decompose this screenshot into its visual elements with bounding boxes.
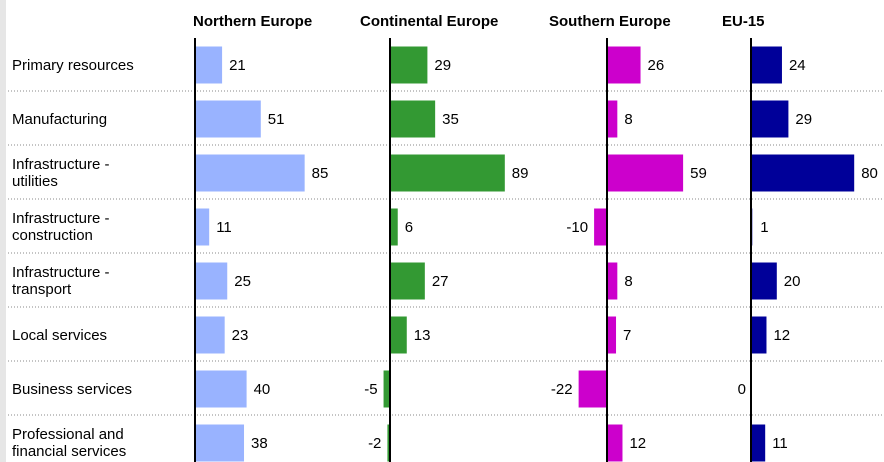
- bar: [195, 46, 223, 84]
- category-label: Business services: [12, 381, 132, 398]
- bar: [387, 424, 390, 462]
- panel-header-0: Northern Europe: [193, 13, 312, 30]
- panel-header-2: Southern Europe: [549, 13, 671, 30]
- bar: [751, 100, 789, 138]
- data-label: 25: [234, 273, 251, 290]
- data-label: 38: [251, 435, 268, 452]
- data-label: 24: [789, 57, 806, 74]
- bar: [195, 262, 228, 300]
- data-label: 29: [434, 57, 451, 74]
- bar: [195, 424, 245, 462]
- data-label: 40: [254, 381, 271, 398]
- bar: [751, 316, 767, 354]
- bar: [751, 424, 766, 462]
- bar: [607, 100, 618, 138]
- category-label: Manufacturing: [12, 111, 107, 128]
- data-label: 51: [268, 111, 285, 128]
- data-label: -22: [551, 381, 573, 398]
- bar: [751, 262, 777, 300]
- data-label: 21: [229, 57, 246, 74]
- data-label: 0: [738, 381, 746, 398]
- category-label: transport: [12, 281, 72, 298]
- data-label: 85: [312, 165, 329, 182]
- data-label: 8: [624, 111, 632, 128]
- data-label: -5: [364, 381, 377, 398]
- category-label: construction: [12, 227, 93, 244]
- data-label: 27: [432, 273, 449, 290]
- bar: [390, 100, 436, 138]
- bar: [195, 370, 247, 408]
- data-label: 11: [216, 219, 232, 236]
- data-label: 13: [414, 327, 431, 344]
- data-label: 8: [624, 273, 632, 290]
- data-label: 11: [772, 435, 788, 452]
- data-label: 7: [623, 327, 631, 344]
- data-label: 89: [512, 165, 529, 182]
- category-label: Infrastructure -: [12, 264, 110, 281]
- bar: [607, 316, 617, 354]
- left-margin-strip: [0, 0, 6, 462]
- category-label: Local services: [12, 327, 107, 344]
- data-label: 29: [795, 111, 812, 128]
- bar: [195, 154, 305, 192]
- bar: [607, 262, 618, 300]
- data-label: 12: [773, 327, 790, 344]
- bar: [578, 370, 607, 408]
- data-label: 20: [784, 273, 801, 290]
- category-label: financial services: [12, 443, 126, 460]
- category-label: Infrastructure -: [12, 156, 110, 173]
- data-label: -2: [368, 435, 381, 452]
- bar: [390, 262, 425, 300]
- data-label: -10: [566, 219, 588, 236]
- data-label: 80: [861, 165, 878, 182]
- panel-header-1: Continental Europe: [360, 13, 498, 30]
- category-label: utilities: [12, 173, 58, 190]
- bar: [195, 316, 225, 354]
- data-label: 23: [232, 327, 249, 344]
- data-label: 1: [760, 219, 768, 236]
- bar: [751, 154, 855, 192]
- bar: [751, 46, 782, 84]
- data-label: 59: [690, 165, 707, 182]
- data-label: 6: [405, 219, 413, 236]
- data-label: 35: [442, 111, 459, 128]
- bar: [383, 370, 390, 408]
- data-label: 26: [648, 57, 665, 74]
- bar: [607, 424, 623, 462]
- panel-header-3: EU-15: [722, 13, 765, 30]
- bar: [195, 208, 210, 246]
- bar: [390, 316, 407, 354]
- bar: [390, 208, 398, 246]
- data-label: 12: [629, 435, 646, 452]
- category-label: Primary resources: [12, 57, 134, 74]
- bar: [390, 154, 505, 192]
- category-label: Professional and: [12, 426, 124, 443]
- bar: [594, 208, 607, 246]
- bar: [607, 154, 684, 192]
- category-label: Infrastructure -: [12, 210, 110, 227]
- bar: [195, 100, 261, 138]
- bar: [390, 46, 428, 84]
- bar: [607, 46, 641, 84]
